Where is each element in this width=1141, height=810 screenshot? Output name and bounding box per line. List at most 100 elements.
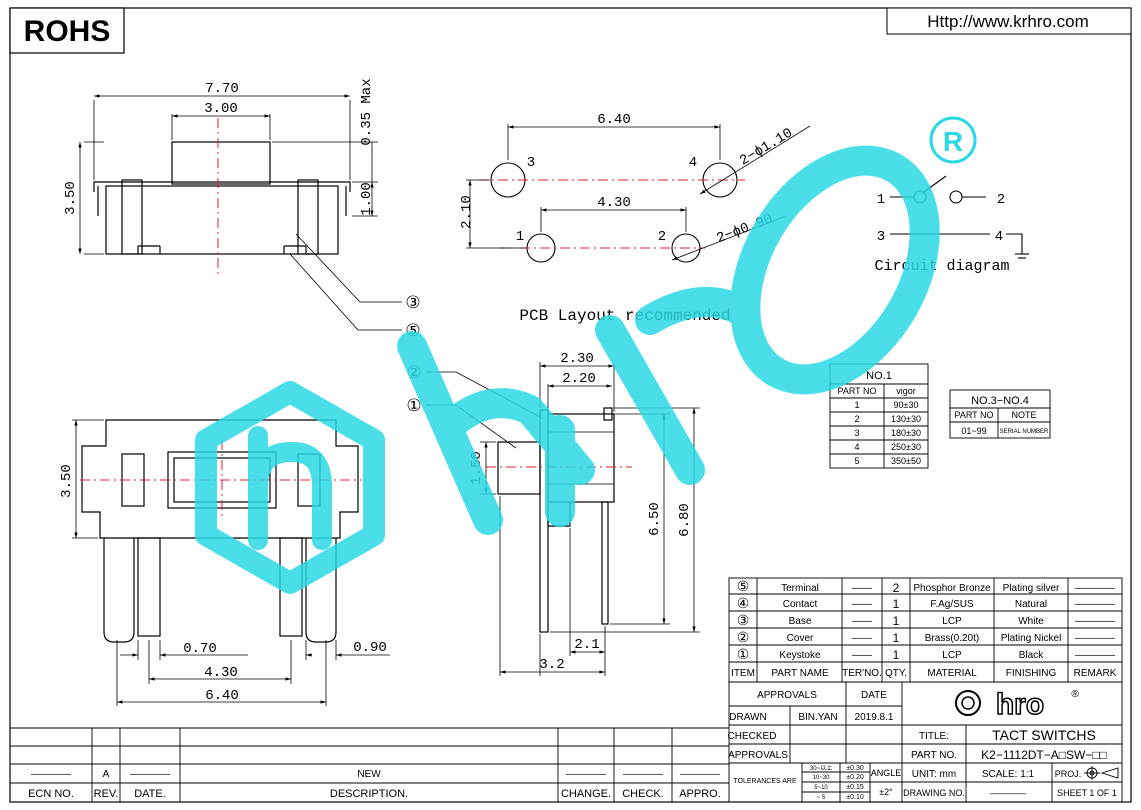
tb-date: DATE: [861, 690, 887, 701]
bom-header-finishing: FINISHING: [1006, 668, 1057, 679]
force-row-1-value: 90±30: [894, 400, 919, 410]
bom-material: F.Ag/SUS: [930, 599, 974, 610]
force-table-header-part: PART NO: [837, 386, 876, 396]
dim-side-350: 3.50: [63, 181, 79, 215]
callout-3-side: ③: [405, 293, 420, 312]
rev-label-change: CHANGE.: [561, 788, 611, 800]
dim-right-220: 2.20: [562, 371, 596, 387]
force-table-header-vigor: vigor: [896, 386, 916, 396]
bom-header-qty: QTY.: [885, 668, 907, 679]
bom-remark: ————: [1075, 633, 1115, 644]
dim-front-090: 0.90: [353, 640, 387, 656]
force-row-5-value: 350±50: [891, 456, 921, 466]
dim-right-21: 2.1: [574, 637, 599, 653]
dim-pcb-430: 4.30: [597, 195, 631, 211]
circuit-node-1: 1: [877, 192, 885, 208]
tb-partno-value: K2−1112DT−A□SW−□□: [981, 748, 1107, 762]
note-row-note: SERIAL NUMBER: [1000, 429, 1049, 435]
dim-pcb-210: 2.10: [459, 195, 475, 229]
tb-scale: SCALE: 1:1: [982, 769, 1035, 780]
bom-part-name: Contact: [783, 599, 818, 610]
rev-rev-value: A: [103, 769, 110, 780]
projection-symbol-icon: [1084, 766, 1119, 780]
bom-item: ③: [737, 612, 750, 628]
circuit-node-2: 2: [997, 192, 1005, 208]
tb-title-label: TITLE:: [919, 731, 949, 742]
bom-part-name: Keystoke: [779, 650, 821, 661]
website-url: Http://www.krhro.com: [927, 12, 1089, 31]
note-table: [949, 389, 1051, 439]
rev-appro-value: ————: [680, 769, 720, 780]
tb-angle-value: ±2°: [879, 787, 893, 797]
rev-label-date: DATE.: [134, 788, 166, 800]
pcb-pin-4: 4: [689, 155, 697, 171]
rev-label-ecn: ECN NO.: [28, 788, 74, 800]
bom-finishing: Natural: [1015, 599, 1047, 610]
bom-material: Brass(0.20t): [925, 633, 979, 644]
force-row-5-part: 5: [854, 456, 859, 466]
bom-remark: ————: [1075, 599, 1115, 610]
bom-table: [728, 577, 1123, 683]
force-row-4-value: 250±30: [891, 442, 921, 452]
bom-finishing: Plating silver: [1003, 583, 1060, 594]
tol-range-1: 30~以上: [810, 764, 832, 772]
bom-qty: 1: [893, 614, 900, 628]
tol-value-2: ±0.20: [846, 774, 864, 781]
bom-remark: ————: [1075, 616, 1115, 627]
force-table-title: NO.1: [866, 370, 892, 382]
rev-ecn-value: ————: [31, 769, 71, 780]
force-row-3-value: 180±30: [891, 428, 921, 438]
dim-right-230: 2.30: [560, 351, 594, 367]
tb-unit: UNIT: mm: [912, 769, 956, 780]
bom-header-remark: REMARK: [1074, 668, 1117, 679]
dim-side-035: 0.35 Max: [359, 78, 375, 145]
dim-right-32: 3.2: [539, 657, 564, 673]
force-table: [829, 363, 929, 469]
rev-label-description: DESCRIPTION.: [330, 788, 408, 800]
url-box: Http://www.krhro.com: [886, 7, 1132, 35]
force-row-1-part: 1: [854, 400, 859, 410]
company-logo: hro ®: [955, 687, 1079, 722]
bom-ter: ——: [852, 583, 872, 594]
bom-rows: ⑤ Terminal —— 2 Phosphor Bronze Plating …: [731, 578, 1117, 679]
bom-finishing: Plating Nickel: [1001, 633, 1062, 644]
tb-approvals-2: APPROVALS: [728, 750, 788, 761]
pcb-pin-1: 1: [516, 229, 524, 245]
rev-label-check: CHECK.: [622, 788, 664, 800]
rev-description-value: NEW: [357, 769, 381, 780]
tb-drawn-by: BIN.YAN: [798, 712, 837, 723]
rev-change-value: ————: [566, 769, 606, 780]
hole-large-label: 2−ϕ1.10: [737, 125, 796, 169]
bom-header-ter: TER'NO.: [842, 668, 882, 679]
tb-tolerances: TOLERANCES ARE: [733, 778, 797, 785]
bom-item: ①: [737, 646, 750, 662]
tb-drawing-no-value: ————: [990, 788, 1026, 798]
bom-ter: ——: [852, 616, 872, 627]
tb-title-value: TACT SWITCHS: [992, 727, 1096, 743]
pcb-pin-3: 3: [527, 155, 535, 171]
bom-qty: 1: [893, 631, 900, 645]
pcb-layout: [466, 124, 811, 263]
rohs-label: ROHS: [24, 15, 111, 48]
revision-table: [10, 727, 729, 802]
rohs-badge: ROHS: [9, 7, 125, 54]
front-view: [72, 419, 390, 706]
callout-1-right: ①: [406, 396, 421, 415]
force-row-2-value: 130±30: [891, 414, 921, 424]
force-row-3-part: 3: [854, 428, 859, 438]
bom-ter: ——: [852, 633, 872, 644]
registered-watermark-icon: R: [929, 116, 977, 164]
bom-part-name: Terminal: [781, 583, 819, 594]
bom-material: LCP: [942, 616, 962, 627]
bom-item: ④: [737, 595, 750, 611]
tb-sheet: SHEET 1 OF 1: [1057, 788, 1117, 798]
note-table-title: NO.3−NO.4: [971, 395, 1029, 407]
bom-remark: ————: [1075, 583, 1115, 594]
bom-part-name: Base: [789, 616, 812, 627]
dim-side-100: 1.00: [359, 182, 375, 216]
dim-side-300: 3.00: [204, 101, 238, 117]
sheet-border: [9, 7, 1132, 803]
circuit-caption: Circuit diagram: [874, 258, 1009, 275]
tb-proj: PROJ.: [1055, 769, 1082, 779]
dim-right-680: 6.80: [677, 503, 693, 537]
